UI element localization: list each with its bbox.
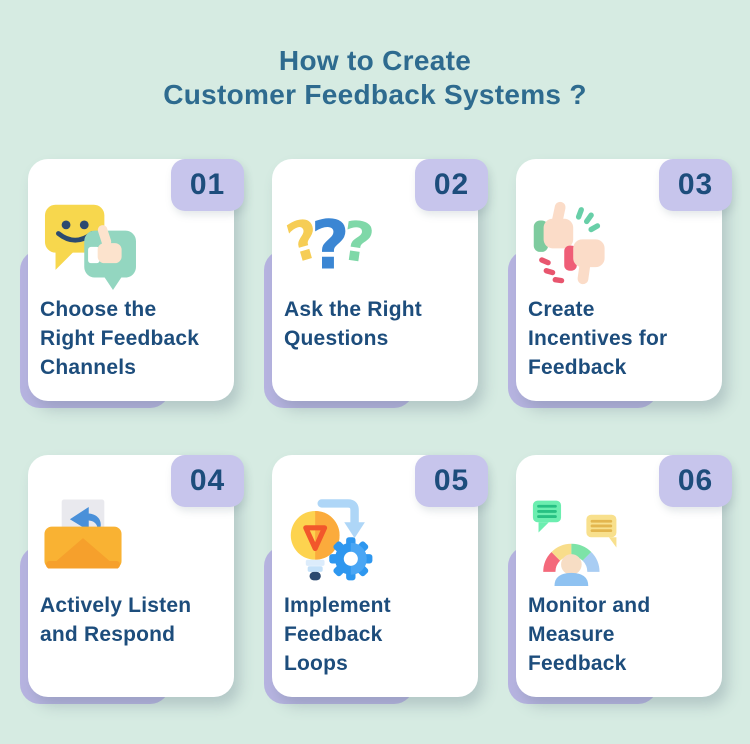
smiley-thumbs-up-chat-bubbles-icon — [42, 199, 142, 291]
step-label: Create Incentives for Feedback — [528, 298, 668, 379]
step-number-badge: 02 — [415, 159, 488, 211]
step-number: 01 — [189, 168, 226, 201]
gauge-person-chat-bubbles-icon — [530, 495, 630, 587]
step-label: Monitor and Measure Feedback — [528, 594, 651, 675]
step-number: 02 — [433, 168, 470, 201]
card-body: 03 Create Incentives for Feedback — [516, 159, 732, 401]
step-card-04: 04 Actively Listen and Respond — [20, 455, 244, 704]
open-envelope-reply-arrow-icon — [42, 495, 142, 587]
step-number-badge: 01 — [171, 159, 244, 211]
step-number: 06 — [677, 464, 714, 497]
step-number-badge: 05 — [415, 455, 488, 507]
step-label: Ask the Right Questions — [284, 298, 422, 350]
svg-text:?: ? — [310, 206, 349, 284]
step-number-badge: 06 — [659, 455, 732, 507]
step-card-02: 02 ? ? ? Ask the Right Questions — [264, 159, 488, 408]
card-body: 06 Monitor and Meas — [516, 455, 732, 697]
step-card-06: 06 Monitor and Meas — [508, 455, 732, 704]
step-number: 05 — [433, 464, 470, 497]
three-question-marks-icon: ? ? ? — [280, 199, 386, 291]
step-number: 03 — [677, 168, 714, 201]
step-label: Implement Feedback Loops — [284, 594, 391, 675]
page-title: How to Create Customer Feedback Systems … — [163, 45, 587, 110]
thumbs-up-thumbs-down-icon — [530, 199, 630, 291]
step-label: Actively Listen and Respond — [40, 594, 192, 646]
step-number: 04 — [189, 464, 226, 497]
step-label: Choose the Right Feedback Channels — [40, 298, 200, 379]
step-card-01: 01 Choose the Right Feedback Channels — [20, 159, 244, 408]
card-body: 01 Choose the Right Feedback Channels — [28, 159, 244, 401]
card-body: 05 — [272, 455, 488, 697]
step-card-03: 03 Create Incentives for Feedback — [508, 159, 732, 408]
card-body: 02 ? ? ? Ask the Right Questions — [272, 159, 488, 401]
step-number-badge: 04 — [171, 455, 244, 507]
step-number-badge: 03 — [659, 159, 732, 211]
lightbulb-gear-arrow-icon — [286, 495, 386, 587]
card-body: 04 Actively Listen and Respond — [28, 455, 244, 697]
step-card-05: 05 — [264, 455, 488, 704]
